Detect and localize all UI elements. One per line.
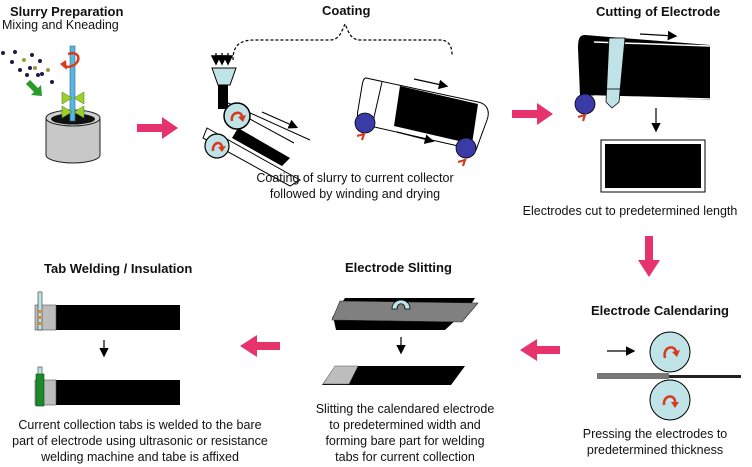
electrode-sheet — [331, 300, 479, 323]
mixer-shaft — [69, 45, 76, 122]
slit-electrode — [322, 365, 465, 385]
coating-roller-lower — [204, 133, 230, 159]
step-caption-coating: Coating of slurry to current collector f… — [230, 170, 480, 202]
weld-points — [38, 310, 41, 325]
caption-line: Slitting the calendared electrode — [315, 402, 495, 416]
flow-arrow-left-1 — [520, 339, 560, 361]
calender-roller-upper — [649, 331, 691, 373]
step-title-slurry-preparation: Slurry Preparation — [10, 4, 124, 19]
slitting-illustration — [322, 298, 479, 385]
step-title-slitting: Electrode Slitting — [345, 260, 452, 275]
calender-roller-lower — [649, 379, 691, 421]
calendaring-illustration — [597, 331, 741, 421]
slurry-hopper — [211, 67, 237, 86]
step-title-calendaring: Electrode Calendaring — [591, 303, 729, 318]
electrode-with-tab — [34, 291, 180, 331]
caption-line: to predetermined width and — [329, 418, 481, 432]
cutting-roller — [574, 93, 596, 115]
step-title-cutting: Cutting of Electrode — [596, 4, 721, 19]
mixer-blades — [61, 91, 85, 119]
caption-line: Electrodes cut to predetermined length — [522, 204, 738, 218]
caption-line: predetermined thickness — [586, 443, 724, 457]
grouping-brace — [232, 22, 453, 61]
cutting-blade — [605, 37, 626, 109]
flow-arrow-right-1 — [137, 117, 178, 139]
flow-arrow-right-2 — [512, 103, 553, 125]
insulation-tape — [35, 373, 45, 407]
electrode-with-insulation — [34, 366, 180, 407]
cut-electrode-sheet — [600, 139, 706, 193]
caption-line: forming bare part for welding — [325, 434, 485, 448]
cutting-illustration — [574, 30, 711, 193]
caption-line: Current collection tabs is welded to the… — [18, 418, 262, 432]
flow-arrow-left-2 — [240, 335, 280, 357]
step-caption-tab-welding: Current collection tabs is welded to the… — [0, 417, 280, 465]
caption-line: part of electrode using ultrasonic or re… — [12, 434, 268, 448]
flow-arrow-down — [638, 236, 660, 277]
coating-roller-upper — [223, 102, 251, 130]
feed-arrow-icon — [26, 80, 42, 96]
step-caption-slitting: Slitting the calendared electrode to pre… — [290, 401, 520, 465]
caption-line: followed by winding and drying — [269, 187, 441, 201]
coating-illustration — [202, 22, 489, 187]
step-title-tab-welding: Tab Welding / Insulation — [44, 261, 193, 276]
caption-line: welding machine and tabe is affixed — [41, 450, 239, 464]
feed-arrows-icon — [210, 53, 234, 66]
step-title-coating: Coating — [322, 3, 371, 18]
slitter-blade — [391, 299, 411, 310]
compressed-electrode — [669, 375, 741, 378]
step-subtitle-slurry-preparation: Mixing and Kneading — [2, 18, 119, 32]
step-caption-calendaring: Pressing the electrodes to predetermined… — [560, 426, 750, 458]
powder-particles — [1, 50, 54, 84]
tab-welding-illustration — [34, 291, 180, 407]
caption-line: Pressing the electrodes to — [582, 427, 728, 441]
caption-line: tabs for current collection — [335, 450, 475, 464]
slurry-preparation-illustration — [1, 45, 101, 164]
step-caption-cutting: Electrodes cut to predetermined length — [508, 203, 752, 219]
uncompressed-electrode — [597, 373, 669, 379]
caption-line: Coating of slurry to current collector — [256, 171, 454, 185]
drying-winder — [354, 77, 489, 167]
